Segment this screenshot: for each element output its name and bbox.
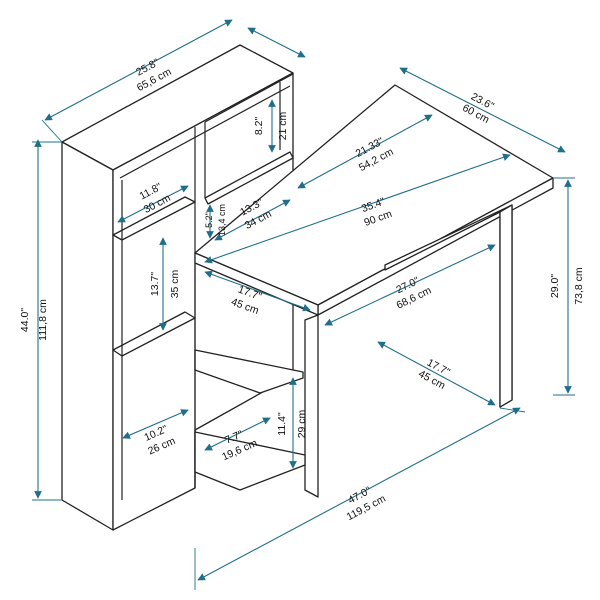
bookcase-left-side xyxy=(61,141,114,531)
label-desk-height-in: 29.0" xyxy=(549,274,561,298)
desk-left-support xyxy=(304,314,319,498)
label-compartment-h-cm: 21 cm xyxy=(277,111,289,140)
dim-legroom-w xyxy=(324,244,496,326)
dim-desk-width xyxy=(204,153,511,264)
label-total-height-in: 44.0" xyxy=(19,308,31,332)
label-lower-shelf-h-cm: 29 cm xyxy=(296,409,308,438)
desk-right-leg-front xyxy=(499,204,513,408)
dim-shelf-width xyxy=(44,19,233,121)
label-compartment-h-in: 8.2" xyxy=(253,117,265,136)
label-small-h-in: 5.2" xyxy=(204,212,214,228)
label-small-h-cm: 13,4 cm xyxy=(217,204,227,236)
dimension-lines xyxy=(32,19,575,590)
dim-total-width xyxy=(197,407,521,581)
dim-small-shelf-w xyxy=(204,417,271,451)
dim-desk-depth xyxy=(399,67,566,153)
label-desk-height-cm: 73,8 cm xyxy=(573,267,585,305)
dim-side-depth xyxy=(377,341,496,406)
dim-bottom-cubby-w xyxy=(122,409,189,439)
label-total-height-cm: 111,8 cm xyxy=(37,299,49,341)
dimension-labels: 25.8" 65,6 cm 23.6" 60 cm 8.2" 21 cm 21.… xyxy=(19,56,585,523)
label-shelf-h-cm: 35 cm xyxy=(169,269,181,298)
label-shelf-h-in: 13.7" xyxy=(149,272,161,296)
label-lower-shelf-h-in: 11.4" xyxy=(276,412,288,436)
dim-cubby-w xyxy=(117,185,189,223)
dim-top-depth xyxy=(247,27,306,58)
dim-shelf-depth xyxy=(204,270,311,312)
